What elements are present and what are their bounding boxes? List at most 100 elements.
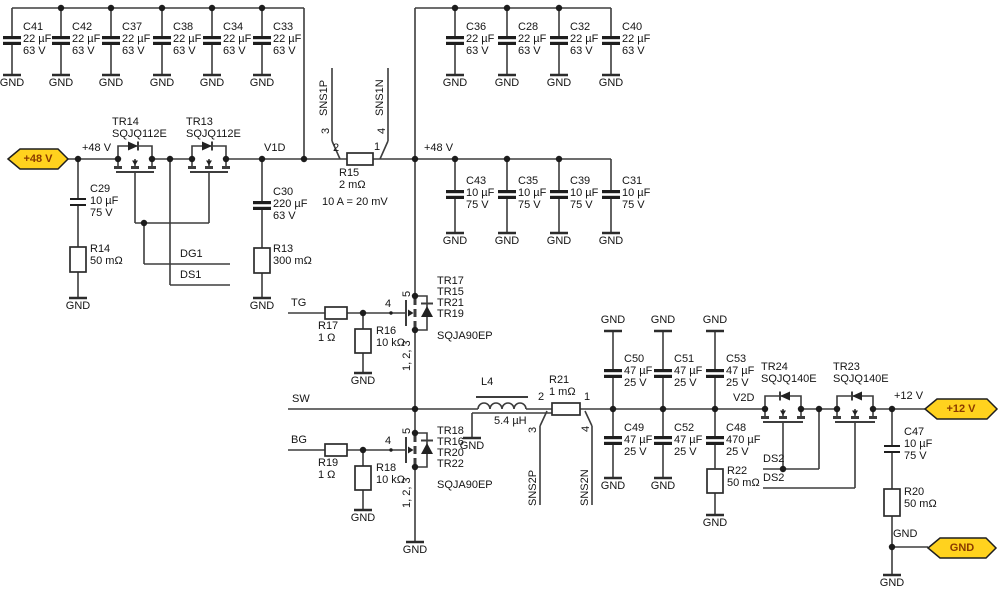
gnd-label: GND	[600, 314, 626, 326]
gnd-label: GND	[598, 235, 624, 247]
resistor-r18-body	[354, 465, 372, 491]
cap-c34-name: C34	[223, 21, 244, 33]
gnd-label: GND	[249, 300, 275, 312]
cap-c49-value: 47 µF	[624, 434, 653, 446]
cap-c43-value: 10 µF	[466, 187, 495, 199]
pin-label-qtop-5: 5	[401, 290, 413, 297]
cap-c42-value: 22 µF	[72, 33, 101, 45]
cap-c35-value: 10 µF	[518, 187, 547, 199]
junction-dot	[148, 155, 156, 163]
resistor-r18-value: 10 kΩ	[376, 474, 406, 486]
resistor-r21-name: R21	[549, 374, 570, 386]
resistor-r20-body	[883, 488, 901, 517]
capacitor-c37-symbol	[102, 36, 120, 45]
junction-dot	[411, 292, 419, 300]
junction-dot	[888, 543, 896, 551]
junction-dot	[869, 405, 877, 413]
cap-c42-voltage: 63 V	[72, 45, 95, 57]
gnd-label: GND	[65, 300, 91, 312]
sense-note: 10 A = 20 mV	[322, 196, 388, 208]
resistor-r21-value: 1 mΩ	[549, 386, 576, 398]
mosfet-qtop-part: SQJA90EP	[437, 330, 493, 342]
resistor-r19-body	[324, 443, 348, 457]
cap-c41-value: 22 µF	[23, 33, 52, 45]
junction-dot	[833, 405, 841, 413]
cap-c39-value: 10 µF	[570, 187, 599, 199]
capacitor-c38-symbol	[153, 36, 171, 45]
resistor-r14-value: 50 mΩ	[90, 255, 123, 267]
cap-c31-value: 10 µF	[622, 187, 651, 199]
resistor-r22-value: 50 mΩ	[727, 477, 760, 489]
gnd-label: GND	[702, 314, 728, 326]
resistor-r14-body	[69, 246, 87, 273]
cap-c38-name: C38	[173, 21, 194, 33]
cap-c49-voltage: 25 V	[624, 446, 647, 458]
mosfet-tr13-name: TR13	[186, 116, 213, 128]
mosfet-qbot-name-2: TR16	[437, 436, 464, 448]
junction-dot	[659, 405, 667, 413]
gnd-label: GND	[494, 235, 520, 247]
gnd-label: GND	[149, 77, 175, 89]
net-label-v1d: V1D	[264, 142, 286, 154]
cap-c31-name: C31	[622, 175, 643, 187]
cap-c48-name: C48	[726, 422, 747, 434]
resistor-r20-name: R20	[904, 486, 925, 498]
cap-c47-value: 10 µF	[904, 438, 933, 450]
pin4-tick	[389, 311, 393, 315]
cap-c47-name: C47	[904, 426, 925, 438]
flag-12v	[923, 398, 999, 420]
mosfet-tr14-symbol	[114, 141, 156, 173]
mosfet-tr24-name: TR24	[761, 361, 788, 373]
mosfet-tr23-symbol	[833, 391, 877, 423]
cap-c36-value: 22 µF	[466, 33, 495, 45]
mosfet-qtop-name-2: TR15	[437, 286, 464, 298]
mosfet-tr23-name: TR23	[833, 361, 860, 373]
capacitor-c41-symbol	[3, 36, 21, 45]
junction-dot	[609, 405, 617, 413]
capacitor-c39-symbol	[550, 190, 568, 199]
junction-dot	[57, 4, 65, 12]
capacitor-c30-symbol	[253, 201, 271, 210]
pin-label-r15-3: 3	[320, 127, 332, 134]
cap-c48-voltage: 25 V	[726, 446, 749, 458]
junction-dot	[411, 155, 419, 163]
net-label-bg: BG	[291, 434, 307, 446]
capacitor-c42-symbol	[52, 36, 70, 45]
cap-c53-value: 47 µF	[726, 365, 755, 377]
cap-c52-name: C52	[674, 422, 695, 434]
capacitor-c36-symbol	[446, 36, 464, 45]
gnd-label: GND	[650, 314, 676, 326]
cap-c40-value: 22 µF	[622, 33, 651, 45]
resistor-r20-value: 50 mΩ	[904, 498, 937, 510]
cap-c48-value: 470 µF	[726, 434, 761, 446]
junction-dot	[359, 446, 367, 454]
cap-c29-value: 10 µF	[90, 195, 119, 207]
resistor-r17-body	[324, 306, 348, 320]
cap-c51-voltage: 25 V	[674, 377, 697, 389]
gnd-label: GND	[350, 375, 376, 387]
net-label-sns1n: SNS1N	[374, 79, 386, 116]
cap-c51-value: 47 µF	[674, 365, 703, 377]
mosfet-tr24-symbol	[761, 391, 805, 423]
junction-dot	[114, 155, 122, 163]
mosfet-tr24-part: SQJQ140E	[761, 373, 817, 385]
cap-c43-voltage: 75 V	[466, 199, 489, 211]
cap-c38-value: 22 µF	[173, 33, 202, 45]
resistor-r14-name: R14	[90, 243, 111, 255]
junction-dot	[411, 405, 419, 413]
gnd-label: GND	[702, 517, 728, 529]
cap-c50-value: 47 µF	[624, 365, 653, 377]
pin4-tick	[389, 448, 393, 452]
inductor-l4-symbol	[476, 396, 528, 410]
cap-c33-value: 22 µF	[273, 33, 302, 45]
gnd-label: GND	[98, 77, 124, 89]
net-label-sns1p: SNS1P	[318, 79, 330, 116]
resistor-r15-body	[346, 152, 374, 166]
junction-dot	[208, 4, 216, 12]
net-label-gnd: GND	[893, 528, 918, 540]
junction-dot	[451, 4, 459, 12]
cap-c50-voltage: 25 V	[624, 377, 647, 389]
junction-dot	[166, 155, 174, 163]
capacitor-c51-symbol	[654, 369, 672, 378]
